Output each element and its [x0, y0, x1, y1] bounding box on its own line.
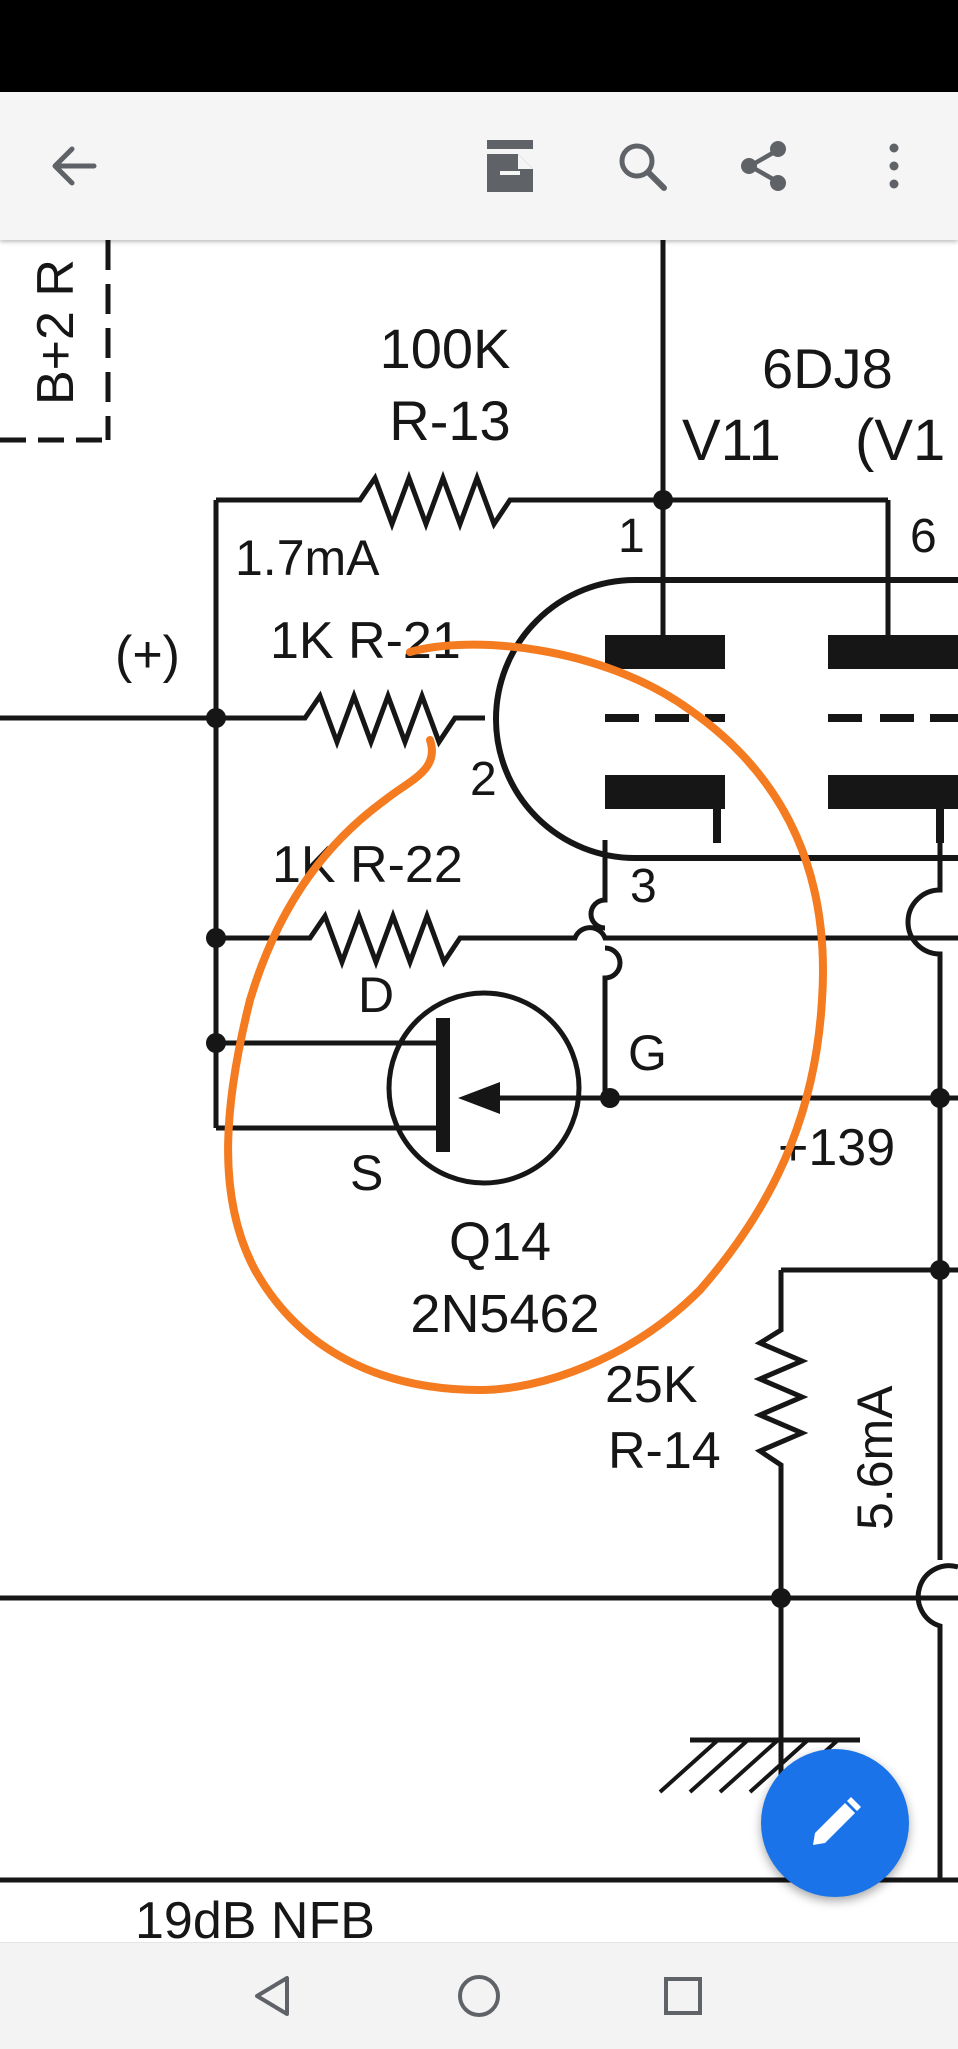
- schematic-image: 100K R-13 6DJ8 V11 (V1 B+2 R 1.7mA (+) 1…: [0, 240, 958, 1942]
- more-vert-icon: [889, 143, 899, 189]
- drain-label: D: [358, 967, 394, 1023]
- r14-name-label: R-14: [608, 1422, 721, 1480]
- r14-value-label: 25K: [605, 1356, 698, 1414]
- current-top-label: 1.7mA: [235, 530, 380, 586]
- plus-label: (+): [115, 626, 180, 684]
- q-part-label: 2N5462: [410, 1284, 599, 1344]
- share-icon: [741, 141, 786, 191]
- navigation-bar: [0, 1942, 958, 2049]
- save-to-drive-icon: [487, 140, 533, 192]
- pin-3-label: 3: [630, 860, 657, 913]
- tube-type-label: 6DJ8: [762, 337, 893, 400]
- save-to-drive-button[interactable]: [460, 92, 560, 240]
- q-name-label: Q14: [449, 1212, 551, 1272]
- status-bar: [0, 0, 958, 92]
- nav-home-button[interactable]: [424, 1943, 534, 2049]
- back-button[interactable]: [24, 92, 124, 240]
- share-button[interactable]: [714, 92, 814, 240]
- tube-right-label: (V1: [855, 408, 945, 473]
- pencil-icon: [813, 1797, 861, 1845]
- nav-back-icon: [255, 1976, 289, 2016]
- r13-name-label: R-13: [389, 389, 510, 452]
- gate-label: G: [628, 1025, 667, 1081]
- search-button[interactable]: [592, 92, 692, 240]
- nav-home-icon: [458, 1975, 500, 2017]
- arrow-left-icon: [52, 146, 97, 186]
- nav-recents-button[interactable]: [628, 1943, 738, 2049]
- current-right-label: 5.6mA: [847, 1385, 903, 1530]
- box-label: B+2 R: [27, 259, 85, 405]
- image-viewer[interactable]: 100K R-13 6DJ8 V11 (V1 B+2 R 1.7mA (+) 1…: [0, 240, 958, 1942]
- pin-6-label: 6: [910, 510, 937, 563]
- tube-left-label: V11: [682, 408, 781, 473]
- nav-recents-icon: [664, 1977, 702, 2015]
- search-icon: [619, 143, 667, 191]
- nfb-label: 19dB NFB: [135, 1892, 375, 1942]
- r13-value-label: 100K: [380, 317, 511, 380]
- pin-1-label: 1: [618, 510, 645, 563]
- pin-2-label: 2: [470, 753, 497, 806]
- app-bar: [0, 92, 958, 240]
- nav-back-button[interactable]: [218, 1943, 328, 2049]
- source-label: S: [350, 1145, 383, 1201]
- more-options-button[interactable]: [844, 92, 944, 240]
- edit-fab[interactable]: [761, 1749, 909, 1897]
- r21-label: 1K R-21: [270, 612, 461, 670]
- annotation-circle: [224, 640, 827, 1394]
